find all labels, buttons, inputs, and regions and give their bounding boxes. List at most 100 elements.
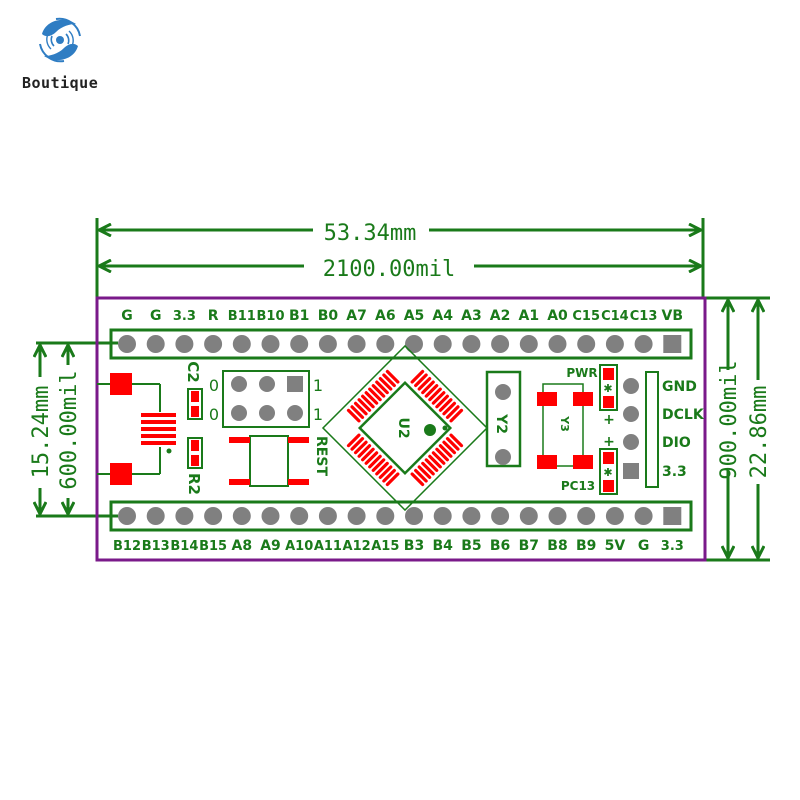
- top_header-pin: [376, 335, 395, 353]
- top_header-pin: [577, 335, 596, 353]
- top_header-pin: [519, 335, 538, 353]
- top_header-pin: [548, 335, 567, 353]
- bottom_header-pin-label: B13: [142, 539, 170, 554]
- top_header-pin-label: A4: [432, 308, 453, 324]
- bottom_header-pin-label: B7: [519, 538, 539, 554]
- top_header-pin-label: A3: [461, 308, 482, 324]
- resistor-r2: R2: [185, 437, 203, 495]
- top_header-pin: [290, 335, 309, 353]
- usb-connector: [97, 373, 176, 485]
- bottom_header-pin: [261, 507, 280, 525]
- top_header-pin-label: A1: [519, 308, 540, 324]
- brand-logo: Boutique: [8, 8, 118, 94]
- top_header-pin: [605, 335, 624, 353]
- bottom_header-pin-label: A15: [371, 539, 399, 554]
- svg-text:✱: ✱: [603, 466, 612, 479]
- r2-label: R2: [185, 473, 203, 495]
- boot-jumper: 0 0 1 1: [209, 370, 323, 428]
- bottom_header-pin-label: A10: [285, 539, 313, 554]
- top_header-pin: [663, 335, 682, 353]
- crystal-y2: Y2: [485, 370, 522, 468]
- pwr-label: PWR: [566, 366, 597, 380]
- bottom_header-pin-label: A9: [260, 538, 281, 554]
- top_header-pin: [491, 335, 510, 353]
- pwr-led: PWR ✱ +: [566, 364, 618, 428]
- bottom_header-pin: [290, 507, 309, 525]
- top_header-pin-label: C14: [601, 309, 629, 324]
- bottom_header-pin-label: B6: [490, 538, 510, 554]
- top_header-pin-label: C15: [572, 309, 600, 324]
- bottom_header-pin: [204, 507, 223, 525]
- top_header-pin: [204, 335, 223, 353]
- bottom_header-pin-label: G: [638, 538, 650, 554]
- bottom_header-pin-label: B9: [576, 538, 596, 554]
- swd-header: GND DCLK DIO 3.3: [623, 371, 705, 488]
- width-mm-label: 53.34mm: [324, 221, 417, 246]
- top_header-pin: [175, 335, 194, 353]
- bottom_header-pin-label: A12: [343, 539, 371, 554]
- top_header-pin: [318, 335, 337, 353]
- bottom_header-pin-label: 3.3: [661, 539, 684, 554]
- height-dimension: [706, 296, 770, 562]
- bottom_header-pin-label: B4: [432, 538, 453, 554]
- bottom_header-pin: [318, 507, 337, 525]
- bottom_header-pin: [462, 507, 481, 525]
- bottom_header-pin: [663, 507, 682, 525]
- height-mm-label: 22.86mm: [747, 386, 772, 479]
- bottom_header-pin-label: B14: [170, 539, 198, 554]
- mcu-u2: U2: [321, 344, 489, 512]
- u2-label: U2: [395, 417, 411, 438]
- pc13-plus: +: [603, 434, 615, 450]
- bottom_header-pin-label: B3: [404, 538, 424, 554]
- top_header-pin: [118, 335, 136, 353]
- bottom_header-pin: [548, 507, 567, 525]
- reset-button-footprint: REST: [229, 435, 329, 487]
- top_header-pin-label: A2: [490, 308, 511, 324]
- svg-text:✱: ✱: [603, 382, 612, 395]
- bottom_header-pin-label: B8: [547, 538, 567, 554]
- top_header-pin-label: A0: [547, 308, 568, 324]
- bottom_header-pin: [634, 507, 653, 525]
- swd-label-gnd: GND: [662, 379, 697, 395]
- crystal-y3: Y3: [537, 383, 593, 469]
- boot-label-1-top: 1: [313, 376, 323, 395]
- bottom_header-pin: [232, 507, 251, 525]
- width-mil-label: 2100.00mil: [323, 257, 455, 282]
- swd-label-dio: DIO: [662, 435, 691, 451]
- top_header-pin: [347, 335, 366, 353]
- top_header-pin: [232, 335, 251, 353]
- boot-label-0-bottom: 0: [209, 405, 219, 424]
- width-dimension: [95, 218, 705, 298]
- top_header-pin: [433, 335, 452, 353]
- top_header-pin-label: A7: [346, 308, 367, 324]
- bottom_header-pin: [405, 507, 423, 525]
- top_header-pin-label: B1: [289, 308, 309, 324]
- pwr-plus: +: [603, 412, 615, 428]
- top_header-pin-label: R: [208, 308, 219, 324]
- top_header-pin-label: C13: [630, 309, 658, 324]
- top_header-pin-label: VB: [662, 308, 684, 324]
- bottom_header-pin-label: 5V: [605, 538, 626, 554]
- top_header-pin: [261, 335, 280, 353]
- pc13-label: PC13: [561, 479, 595, 493]
- top_header-pin-label: G: [150, 308, 162, 324]
- pitch-mil-label: 600.00mil: [57, 370, 82, 489]
- bottom_header-pin: [118, 507, 136, 525]
- bottom_header-pin: [433, 507, 452, 525]
- top_header-pin-label: A5: [404, 308, 425, 324]
- bottom_header-pin-label: A11: [314, 539, 342, 554]
- hands-circle-logo-icon: [39, 17, 81, 63]
- bottom_header-pin: [146, 507, 165, 525]
- bottom_header-pin: [376, 507, 395, 525]
- top_header-pin: [634, 335, 653, 353]
- bottom_header-pin-label: A8: [232, 538, 253, 554]
- y2-label: Y2: [493, 413, 509, 434]
- top_header-pin-label: A6: [375, 308, 396, 324]
- bottom_header-pin: [347, 507, 366, 525]
- y3-label: Y3: [558, 415, 571, 432]
- c2-label: C2: [184, 361, 202, 382]
- bottom_header-pin: [519, 507, 538, 525]
